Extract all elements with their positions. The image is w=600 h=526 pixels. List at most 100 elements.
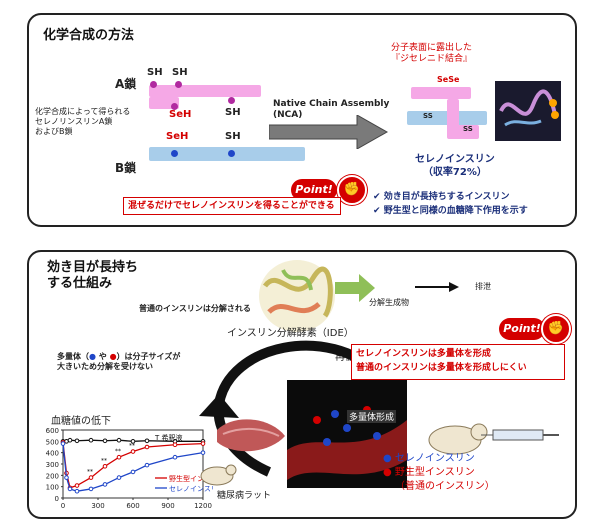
significance-mark: ** xyxy=(129,443,135,450)
sh-label: SH xyxy=(147,67,163,78)
legend: ● セレノインスリン ● 野生型インスリン （普通のインスリン） xyxy=(383,452,495,494)
sh-label: SH xyxy=(172,67,188,78)
x-tick-label: 600 xyxy=(126,502,139,510)
sh-label: SH xyxy=(225,107,241,118)
surface-note-line: 分子表面に露出した xyxy=(391,43,473,53)
surface-note-line: 『ジセレニド結合』 xyxy=(391,54,473,64)
rat-syringe-image xyxy=(428,423,559,455)
check-item: ✔ 効き目が長持ちするインスリン xyxy=(373,190,528,204)
x-tick-label: 0 xyxy=(61,502,65,510)
seh-label: SeH xyxy=(169,109,192,120)
multimer-note-part: や xyxy=(98,352,107,361)
data-point xyxy=(116,437,122,443)
ss-label: SS xyxy=(463,125,473,133)
significance-mark: ** xyxy=(87,469,93,476)
legend-normal: （普通のインスリン） xyxy=(395,481,495,492)
atom-dot xyxy=(228,97,235,104)
mechanism-panel: 効き目が長持ち する仕組み 普通のインスリンは分解される 分解生成物 排泄 イン… xyxy=(27,250,577,519)
data-point xyxy=(130,469,136,475)
mechanism-title-line: する仕組み xyxy=(47,276,113,291)
left-text-line: 化学合成によって得られる xyxy=(35,107,131,116)
fist-icon: ✊ xyxy=(337,175,367,205)
data-point xyxy=(144,462,150,468)
legend-wild: ● 野生型インスリン xyxy=(383,466,495,480)
data-point xyxy=(200,441,206,446)
fist-icon: ✊ xyxy=(541,314,571,344)
protein-structure-image xyxy=(495,81,561,141)
seh-label: SeH xyxy=(166,131,189,142)
data-point xyxy=(116,454,122,460)
data-point xyxy=(102,463,108,469)
y-tick-label: 600 xyxy=(46,427,59,435)
data-point xyxy=(88,475,94,480)
chain-b-bar xyxy=(149,147,305,161)
data-point xyxy=(130,449,136,454)
atom-dot xyxy=(171,150,178,157)
blue-dot-icon: ● xyxy=(383,453,392,464)
y-tick-label: 500 xyxy=(46,438,59,446)
data-point xyxy=(172,454,178,460)
data-point xyxy=(74,488,80,494)
data-point xyxy=(60,441,66,446)
degradation-products: 分解生成物 xyxy=(369,298,409,307)
data-point xyxy=(67,437,73,443)
check-icon: ✔ xyxy=(373,192,381,202)
data-point xyxy=(200,450,206,455)
significance-mark: ** xyxy=(101,457,107,464)
arrow-right-icon xyxy=(269,115,389,149)
y-tick-label: 400 xyxy=(46,450,59,458)
legend-label: セレノインスリン xyxy=(169,485,213,493)
check-item-text: 効き目が長持ちするインスリン xyxy=(383,192,510,202)
sese-label: SeSe xyxy=(437,75,460,84)
point-box-line: セレノインスリンは多量体を形成 xyxy=(356,349,491,359)
y-tick-label: 100 xyxy=(46,484,59,492)
data-point xyxy=(74,483,80,488)
blue-dot-icon: ● xyxy=(89,352,96,361)
atom-dot xyxy=(171,103,178,110)
synthesis-panel: 化学合成の方法 化学合成によって得られる セレノリンスリンA鎖 およびB鎖 A鎖… xyxy=(27,13,577,227)
left-text-line: セレノリンスリンA鎖 xyxy=(35,117,113,126)
left-text-line: およびB鎖 xyxy=(35,127,73,136)
left-text: 化学合成によって得られる セレノリンスリンA鎖 およびB鎖 xyxy=(35,107,145,137)
data-point xyxy=(64,475,69,480)
chain-a-bar xyxy=(149,85,261,97)
data-point xyxy=(116,475,122,480)
circulation-arrow-icon xyxy=(199,340,383,477)
check-item: ✔ 野生型と同様の血糖降下作用を示す xyxy=(373,204,528,218)
ide-structure-image xyxy=(259,260,335,332)
data-point xyxy=(130,439,136,444)
check-icon: ✔ xyxy=(373,206,381,216)
sh-label: SH xyxy=(225,131,241,142)
data-point xyxy=(67,486,73,492)
legend-seleno: ● セレノインスリン xyxy=(383,452,495,466)
significance-mark: ** xyxy=(115,448,121,455)
data-point xyxy=(144,438,150,444)
data-point xyxy=(172,442,178,448)
yield-text: （収率72%） xyxy=(422,167,487,178)
point-badge: Point! xyxy=(499,318,545,340)
arrow-right-icon xyxy=(335,274,375,302)
atom-dot xyxy=(150,81,157,88)
data-point xyxy=(102,438,108,444)
excretion-label: 排泄 xyxy=(475,282,491,291)
data-point xyxy=(74,438,80,444)
normal-degraded-note: 普通のインスリンは分解される xyxy=(139,304,251,313)
check-list: ✔ 効き目が長持ちするインスリン ✔ 野生型と同様の血糖降下作用を示す xyxy=(373,190,528,218)
y-tick-label: 0 xyxy=(55,495,59,503)
mechanism-title-line: 効き目が長持ち xyxy=(47,260,139,275)
legend-wild-text: 野生型インスリン xyxy=(394,467,475,478)
nca-label-line: (NCA) xyxy=(273,110,303,120)
muscle-image xyxy=(217,419,285,452)
multimer-formation-label: 多量体形成 xyxy=(347,410,397,423)
atom-dot xyxy=(228,150,235,157)
diabetic-rat-icon xyxy=(200,464,237,486)
blood-vessel-image xyxy=(287,380,407,488)
y-tick-label: 200 xyxy=(46,472,59,480)
multimer-note-part: 多量体（ xyxy=(57,352,89,361)
check-item-text: 野生型と同様の血糖降下作用を示す xyxy=(383,206,528,216)
point-badge: Point! xyxy=(291,179,337,201)
arrow-right-icon xyxy=(415,282,459,292)
point-box-line: 普通のインスリンは多量体を形成しにくい xyxy=(356,363,527,373)
surface-note: 分子表面に露出した 『ジセレニド結合』 xyxy=(391,43,472,65)
rat-label: 糖尿病ラット xyxy=(217,491,272,501)
